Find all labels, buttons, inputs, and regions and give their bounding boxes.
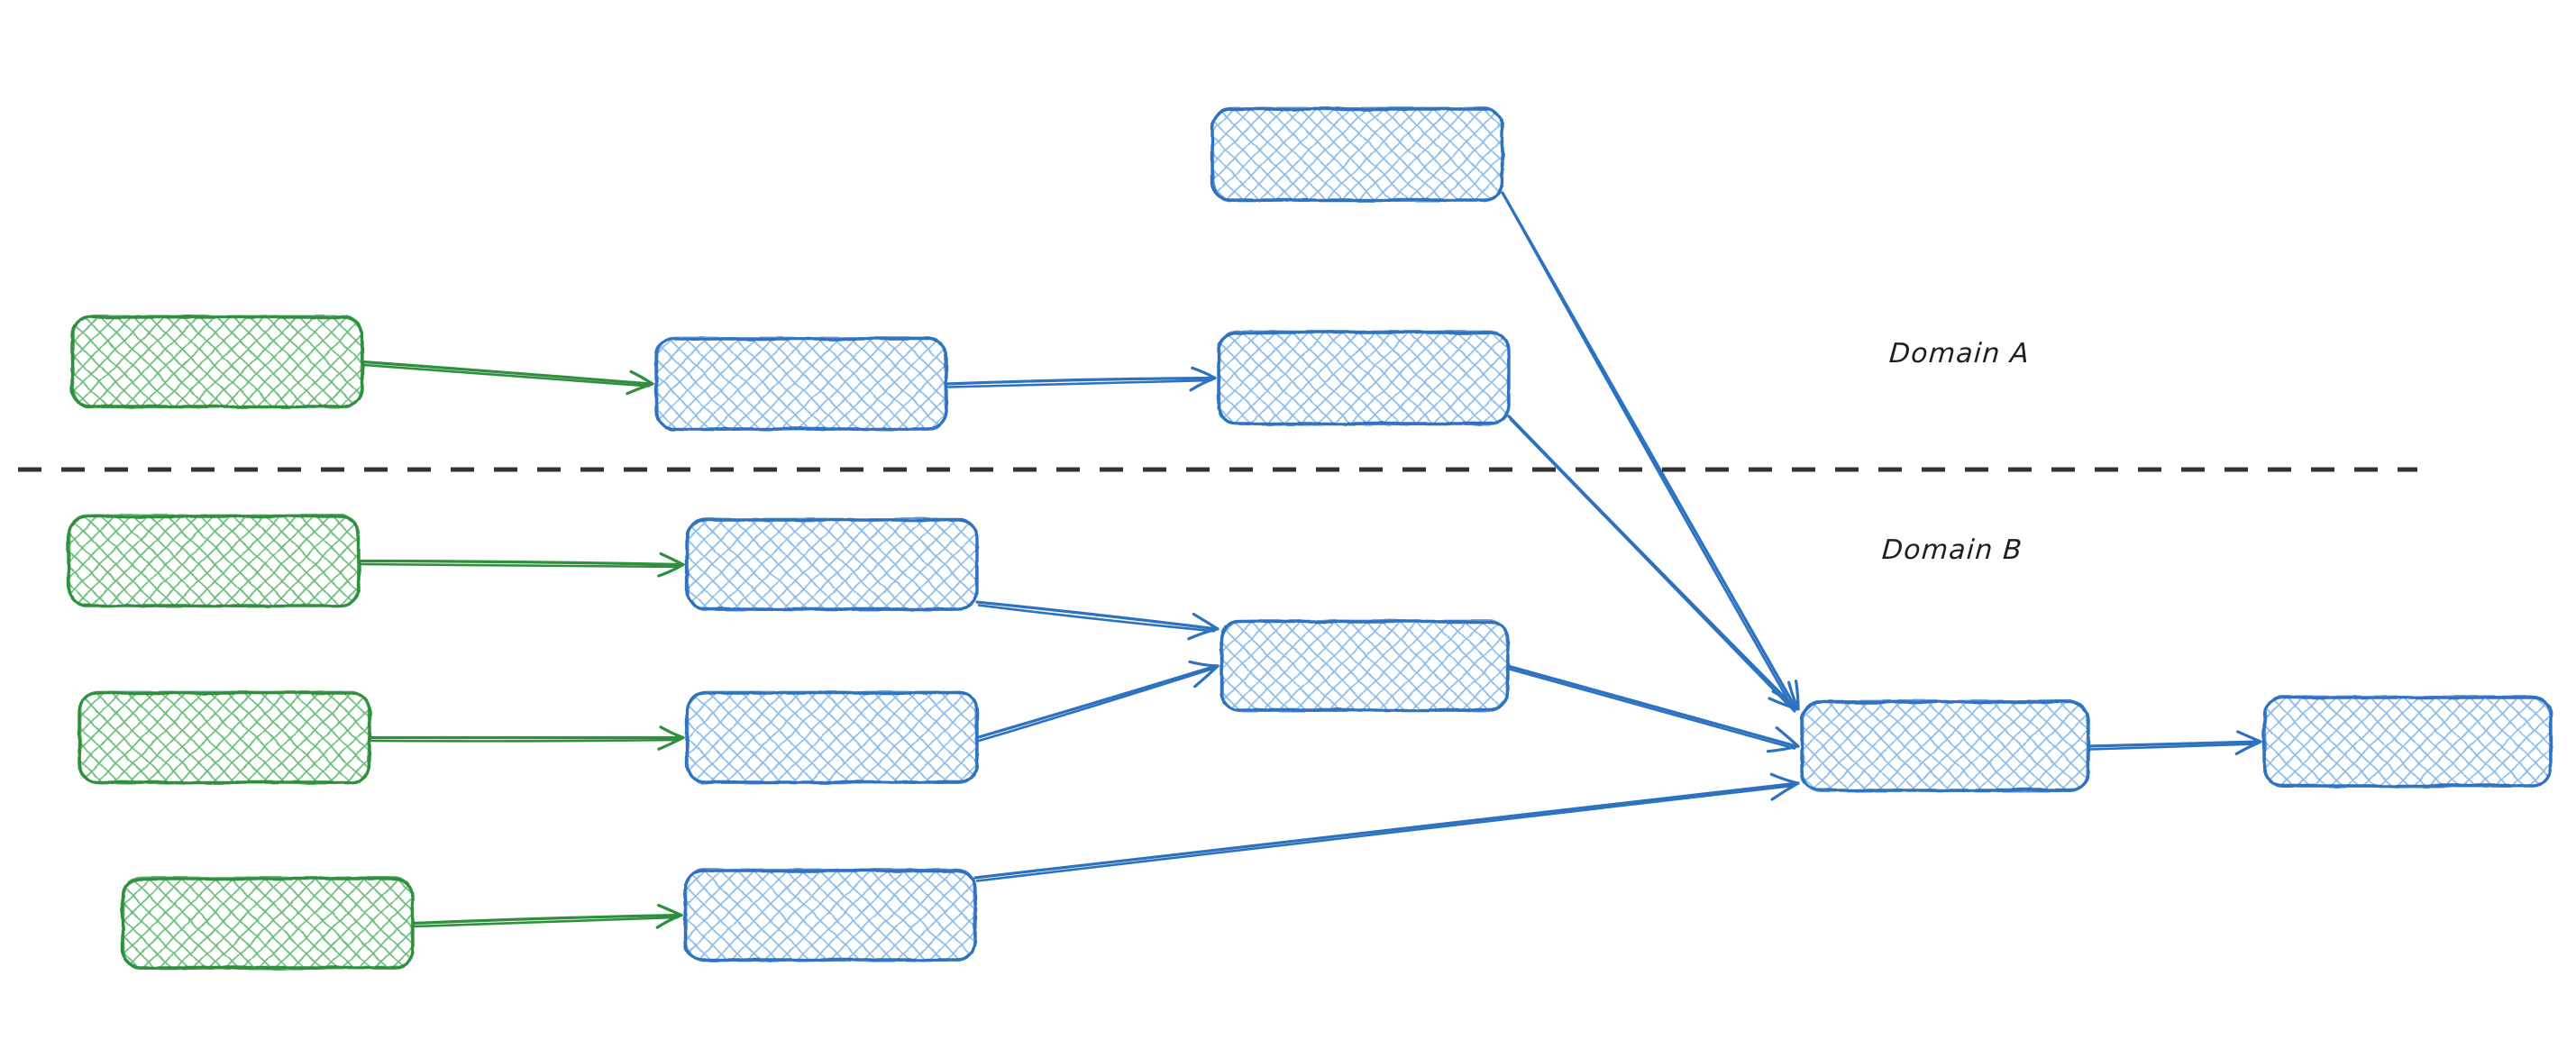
node-b-green-1[interactable] xyxy=(69,515,359,607)
node-fill-b-blue-3 xyxy=(685,871,975,960)
edge-stroke xyxy=(1510,670,1795,749)
edge-stroke xyxy=(1190,661,1218,666)
node-fill-a-blue-2 xyxy=(1219,333,1509,424)
node-b-blue-mid[interactable] xyxy=(1221,621,1508,711)
node-b-green-3[interactable] xyxy=(123,878,413,969)
edge-e9[interactable] xyxy=(977,661,1218,741)
node-a-green-1[interactable] xyxy=(72,316,362,407)
edge-stroke xyxy=(364,365,649,387)
edge-stroke xyxy=(975,783,1796,878)
edge-stroke xyxy=(979,669,1214,742)
node-fill-b-blue-last xyxy=(2264,698,2551,786)
edge-e10[interactable] xyxy=(1508,666,1798,752)
edge-stroke xyxy=(1771,774,1798,783)
edge-e12[interactable] xyxy=(2088,732,2261,754)
edge-stroke xyxy=(977,786,1795,881)
edge-e2[interactable] xyxy=(946,368,1215,390)
edge-stroke xyxy=(977,602,1216,629)
edge-e11[interactable] xyxy=(975,774,1798,880)
edge-e3[interactable] xyxy=(1503,193,1798,711)
domain-b-label: Domain B xyxy=(1881,534,2024,566)
node-fill-n-top-blue xyxy=(1212,109,1503,200)
edge-e1[interactable] xyxy=(362,362,653,394)
node-b-blue-last[interactable] xyxy=(2264,697,2551,787)
edge-stroke xyxy=(371,740,680,741)
node-fill-b-green-1 xyxy=(69,516,359,606)
edge-stroke xyxy=(979,606,1214,632)
edge-e6[interactable] xyxy=(370,727,683,750)
edge-stroke xyxy=(2238,732,2261,742)
node-a-blue-1[interactable] xyxy=(656,338,946,430)
node-fill-b-blue-1 xyxy=(687,520,977,609)
node-b-blue-3[interactable] xyxy=(685,870,975,961)
edge-e5[interactable] xyxy=(359,553,683,576)
edge-stroke xyxy=(659,906,681,916)
node-b-blue-2[interactable] xyxy=(687,692,977,783)
edge-stroke xyxy=(1508,666,1796,746)
edge-stroke xyxy=(661,727,683,738)
node-fill-b-blue-mid xyxy=(1221,622,1508,710)
node-fill-b-blue-2 xyxy=(687,693,977,782)
edge-stroke xyxy=(362,362,651,385)
edge-stroke xyxy=(1504,196,1795,711)
node-a-blue-2[interactable] xyxy=(1219,332,1509,424)
edge-e7[interactable] xyxy=(413,906,681,928)
node-fill-b-green-2 xyxy=(79,693,370,782)
node-b-green-2[interactable] xyxy=(79,692,370,783)
node-fill-b-green-3 xyxy=(123,879,413,968)
node-fill-a-green-1 xyxy=(72,317,362,406)
node-fill-a-blue-1 xyxy=(656,339,946,429)
node-b-blue-hub[interactable] xyxy=(1802,701,2088,791)
domain-a-label: Domain A xyxy=(1888,338,2032,369)
node-n-top-blue[interactable] xyxy=(1212,108,1503,201)
edge-e8[interactable] xyxy=(977,602,1218,639)
edge-stroke xyxy=(977,666,1216,738)
node-fill-b-blue-hub xyxy=(1802,702,2088,790)
node-b-blue-1[interactable] xyxy=(687,519,977,610)
edge-stroke xyxy=(1192,368,1215,378)
